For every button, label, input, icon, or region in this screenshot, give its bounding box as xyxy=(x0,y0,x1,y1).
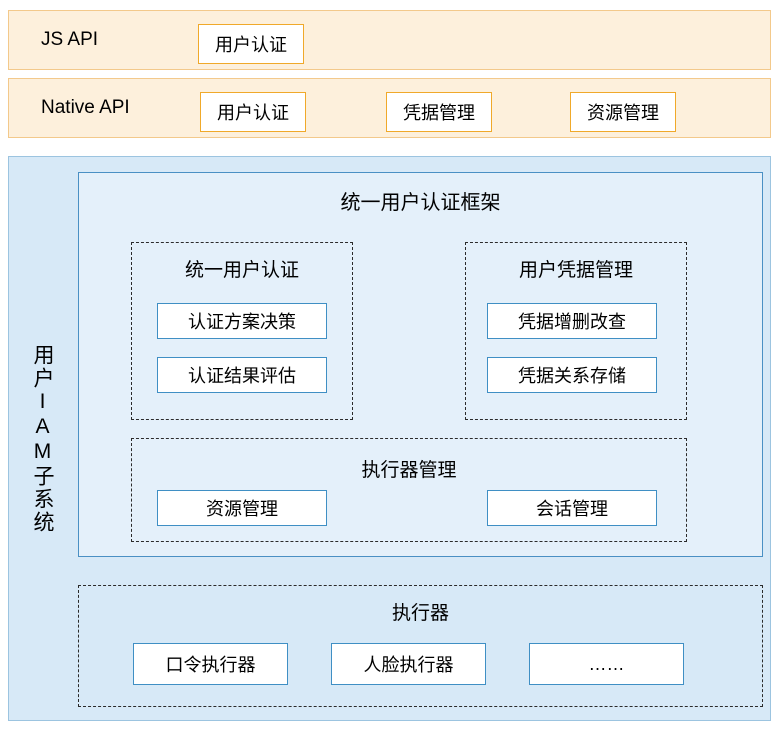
box-auth-result-evaluation: 认证结果评估 xyxy=(157,357,327,393)
group-executor-management xyxy=(131,438,687,542)
group-executor xyxy=(78,585,763,707)
iam-subsystem-label: 用户IAM子系统 xyxy=(31,343,54,534)
unified-auth-framework-title: 统一用户认证框架 xyxy=(340,192,501,214)
native-api-chip-resource-mgmt: 资源管理 xyxy=(570,92,676,132)
group-credential-management xyxy=(465,242,687,420)
group-unified-auth-title: 统一用户认证 xyxy=(184,260,299,281)
native-api-label: Native API xyxy=(41,97,130,118)
box-resource-management: 资源管理 xyxy=(157,490,327,526)
box-more-executors: …… xyxy=(529,643,684,685)
group-executor-title: 执行器 xyxy=(391,603,449,624)
group-executor-management-title: 执行器管理 xyxy=(361,460,457,481)
group-credential-management-title: 用户凭据管理 xyxy=(518,260,633,281)
box-face-executor: 人脸执行器 xyxy=(331,643,486,685)
box-session-management: 会话管理 xyxy=(487,490,657,526)
js-api-band: JS API xyxy=(8,10,771,70)
js-api-label: JS API xyxy=(41,29,99,50)
native-api-chip-user-auth: 用户认证 xyxy=(200,92,306,132)
js-api-chip-user-auth: 用户认证 xyxy=(198,24,304,64)
native-api-chip-credential-mgmt: 凭据管理 xyxy=(386,92,492,132)
box-credential-relation-storage: 凭据关系存储 xyxy=(487,357,657,393)
box-credential-crud: 凭据增删改查 xyxy=(487,303,657,339)
group-unified-auth xyxy=(131,242,353,420)
box-auth-scheme-decision: 认证方案决策 xyxy=(157,303,327,339)
box-password-executor: 口令执行器 xyxy=(133,643,288,685)
